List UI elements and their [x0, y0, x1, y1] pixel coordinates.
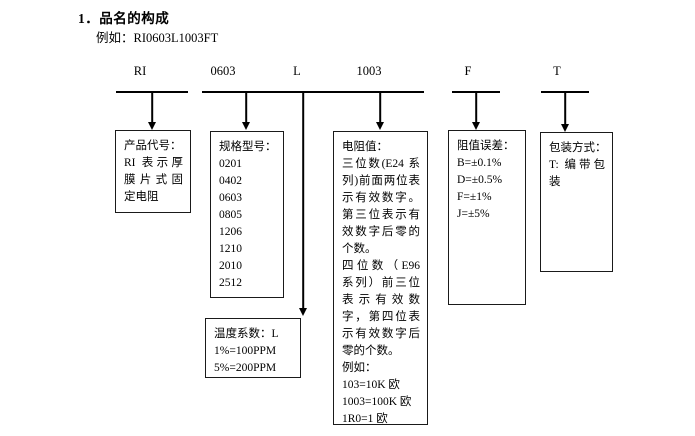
box-tolerance-option-d: D=±0.5%	[457, 174, 503, 186]
box-tolerance: 阻值误差： B=±0.1% D=±0.5% F=±1% J=±5%	[448, 130, 526, 305]
box-tolerance-title: 阻值误差：	[457, 140, 515, 152]
segment-label-size-code: 0603	[210, 64, 236, 78]
segment-label-packaging-code: T	[553, 64, 561, 78]
box-temperature-coefficient-line-1: 1%=100PPM	[214, 345, 277, 357]
box-resistance-value-example-2: 1003=100K 欧	[342, 396, 412, 408]
box-size-option-2010: 2010	[219, 260, 242, 272]
box-size-option-0603: 0603	[219, 192, 242, 204]
box-resistance-value-paragraph-e24: 三位数(E24 系列)前面两位表示有效数字。第三位表示有效数字后零的个数。	[342, 158, 420, 255]
box-resistance-value-example-1: 103=10K 欧	[342, 379, 400, 391]
box-size-option-1210: 1210	[219, 243, 242, 255]
box-packaging: 包装方式： T: 编带包 装	[540, 132, 613, 272]
box-resistance-value-title: 电阻值：	[342, 141, 388, 153]
page-title: 1．品名的构成	[78, 11, 170, 26]
box-temperature-coefficient: 温度系数：L 1%=100PPM 5%=200PPM	[205, 318, 301, 378]
box-size-option-1206: 1206	[219, 226, 242, 238]
box-product-code-line-1: RI 表示厚	[124, 157, 183, 169]
connector-stem-size-code	[245, 92, 247, 125]
connector-arrow-temperature-coefficient	[299, 308, 307, 316]
box-product-code-line-3: 定电阻	[124, 191, 159, 203]
box-packaging-title: 包装方式：	[549, 142, 607, 154]
box-packaging-line-1: T: 编带包	[549, 159, 605, 171]
connector-arrow-resistance-value	[376, 122, 384, 130]
box-product-code: 产品代号： RI 表示厚 膜片式固 定电阻	[115, 130, 191, 213]
connector-arrow-product-code	[148, 122, 156, 130]
segment-label-tolerance-code: F	[464, 64, 472, 78]
connector-stem-product-code	[151, 92, 153, 125]
connector-arrow-packaging	[561, 124, 569, 132]
box-size-option-2512: 2512	[219, 277, 242, 289]
box-tolerance-option-j: J=±5%	[457, 208, 490, 220]
box-resistance-value: 电阻值： 三位数(E24 系列)前面两位表示有效数字。第三位表示有效数字后零的个…	[333, 131, 428, 425]
box-resistance-value-example-3: 1R0=1 欧	[342, 413, 388, 425]
connector-stem-tolerance	[475, 92, 477, 125]
box-product-code-title: 产品代号：	[124, 140, 182, 152]
box-temperature-coefficient-title: 温度系数：L	[214, 328, 279, 340]
box-size-option-0402: 0402	[219, 175, 242, 187]
box-temperature-coefficient-line-2: 5%=200PPM	[214, 362, 277, 374]
box-tolerance-option-b: B=±0.1%	[457, 157, 502, 169]
connector-stem-packaging	[564, 92, 566, 127]
box-size-option-0201: 0201	[219, 158, 242, 170]
connector-stem-resistance-value	[379, 92, 381, 125]
box-tolerance-option-f: F=±1%	[457, 191, 492, 203]
connector-arrow-size-code	[242, 122, 250, 130]
box-size: 规格型号： 0201 0402 0603 0805 1206 1210 2010…	[210, 131, 284, 298]
box-resistance-value-paragraph-e96: 四位数（E96 系列）前三位表示有效数字，第四位表示有效数字后零的个数。	[342, 260, 420, 357]
example-part-number: 例如：RI0603L1003FT	[96, 31, 219, 45]
box-product-code-line-2: 膜片式固	[124, 174, 183, 186]
box-size-title: 规格型号：	[219, 141, 277, 153]
box-packaging-line-2: 装	[549, 176, 561, 188]
segment-label-product-code: RI	[133, 64, 147, 78]
connector-stem-temperature-coefficient	[302, 92, 304, 310]
connector-arrow-tolerance	[472, 122, 480, 130]
box-size-option-0805: 0805	[219, 209, 242, 221]
segment-label-resistance-value-code: 1003	[356, 64, 382, 78]
segment-label-temperature-coefficient-code: L	[293, 64, 301, 78]
box-resistance-value-example-title: 例如：	[342, 362, 377, 374]
